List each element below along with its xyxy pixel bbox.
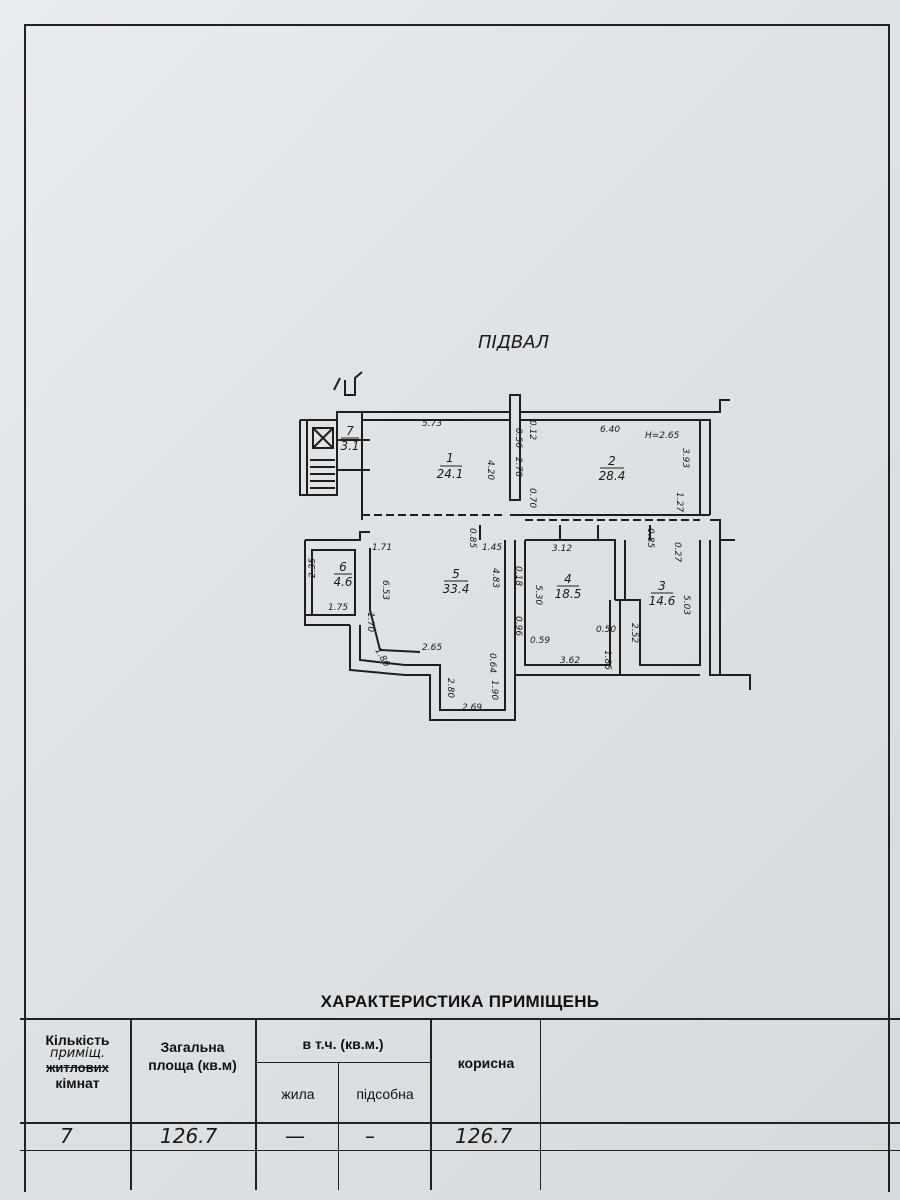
dimension: 1.75 [328, 603, 348, 613]
dimension: 0.12 [527, 420, 537, 440]
table-divider [338, 1062, 339, 1190]
dimension: 0.18 [513, 566, 523, 586]
dimension: 0.85 [467, 528, 477, 548]
dimension: 1.71 [372, 543, 392, 553]
table-divider [540, 1018, 541, 1190]
room-labels: 1 24.1 2 28.4 3 14.6 4 18.5 5 33.4 6 4.6… [333, 424, 675, 608]
header-useful: корисна [457, 1055, 515, 1071]
dimension: 3.62 [560, 656, 580, 666]
room-2-area: 28.4 [599, 469, 626, 483]
dimension: 5.03 [681, 595, 691, 615]
dimension: H=2.65 [645, 431, 680, 441]
dimension: 0.70 [527, 488, 537, 508]
dimension: 0.64 [487, 653, 497, 673]
dimension: 2.52 [629, 623, 639, 643]
dimension: 1.70 [365, 612, 375, 632]
header-living: жила [281, 1086, 315, 1102]
dimension: 4.20 [485, 460, 495, 480]
header-rooms-handwritten: приміщ. [50, 1046, 105, 1061]
room-5-number: 5 [452, 567, 460, 581]
page-frame [24, 24, 890, 1192]
value-useful: 126.7 [455, 1124, 513, 1148]
table-divider [430, 1018, 432, 1190]
header-total-area: Загальна площа (кв.м) [148, 1039, 237, 1073]
dimension: 5.30 [533, 585, 543, 605]
room-2-number: 2 [608, 454, 616, 468]
table-rule [255, 1062, 430, 1063]
dimension: 1.27 [674, 492, 684, 512]
header-auxiliary: підсобна [356, 1086, 414, 1102]
room-4-number: 4 [564, 572, 572, 586]
room-6-number: 6 [339, 560, 347, 574]
dimension: 3.12 [552, 544, 572, 554]
dimension: 2.78 [513, 457, 523, 477]
table-title: ХАРАКТЕРИСТИКА ПРИМІЩЕНЬ [320, 992, 600, 1011]
room-3-number: 3 [658, 579, 666, 593]
room-3-area: 14.6 [649, 594, 676, 608]
value-auxiliary: – [365, 1124, 375, 1148]
plan-walls [299, 371, 751, 721]
room-6-area: 4.6 [333, 575, 352, 589]
dimension: 2.65 [422, 643, 442, 653]
room-1-area: 24.1 [437, 467, 464, 481]
room-7-number: 7 [346, 424, 354, 438]
value-living: — [285, 1124, 305, 1148]
dimension: 6.53 [380, 580, 390, 600]
dimension: 0.96 [513, 616, 523, 636]
plan-title: ПІДВАЛ [478, 332, 550, 353]
dimension: 1.45 [482, 543, 502, 553]
dimension: 2.69 [462, 703, 482, 713]
dimension: 4.83 [490, 568, 500, 588]
dimension: 0.85 [645, 528, 655, 548]
room-5-area: 33.4 [443, 582, 470, 596]
room-4-area: 18.5 [555, 587, 582, 601]
dimension: 1.85 [602, 650, 612, 670]
dimension: 0.50 [596, 625, 616, 635]
table-rule [20, 1150, 900, 1151]
dimension: 0.27 [672, 542, 682, 562]
dimension-labels: 5.73 6.40 H=2.65 4.20 2.78 0.56 0.12 0.7… [308, 419, 691, 713]
dimension: 0.56 [513, 428, 523, 448]
room-7-area: 3.1 [340, 439, 359, 453]
dimension: 5.73 [422, 419, 442, 429]
dimension: 2.35 [308, 558, 318, 578]
room-1-number: 1 [446, 451, 454, 465]
dimension: 2.80 [445, 678, 455, 698]
table-divider [255, 1018, 257, 1190]
dimension: 1.90 [489, 680, 499, 700]
dimension: 3.93 [680, 448, 690, 468]
header-including: в т.ч. (кв.м.) [302, 1036, 384, 1052]
dimension: 6.40 [600, 425, 620, 435]
table-rule [20, 1018, 900, 1020]
dimension: 0.59 [530, 636, 550, 646]
header-rooms-line3: кімнат [55, 1075, 100, 1091]
table-divider [130, 1018, 132, 1190]
header-rooms-line1: Кількість [45, 1032, 110, 1048]
value-total-area: 126.7 [160, 1124, 218, 1148]
value-rooms: 7 [60, 1124, 73, 1148]
header-rooms-struck: житлових [46, 1060, 109, 1075]
table-rule [20, 1122, 900, 1124]
